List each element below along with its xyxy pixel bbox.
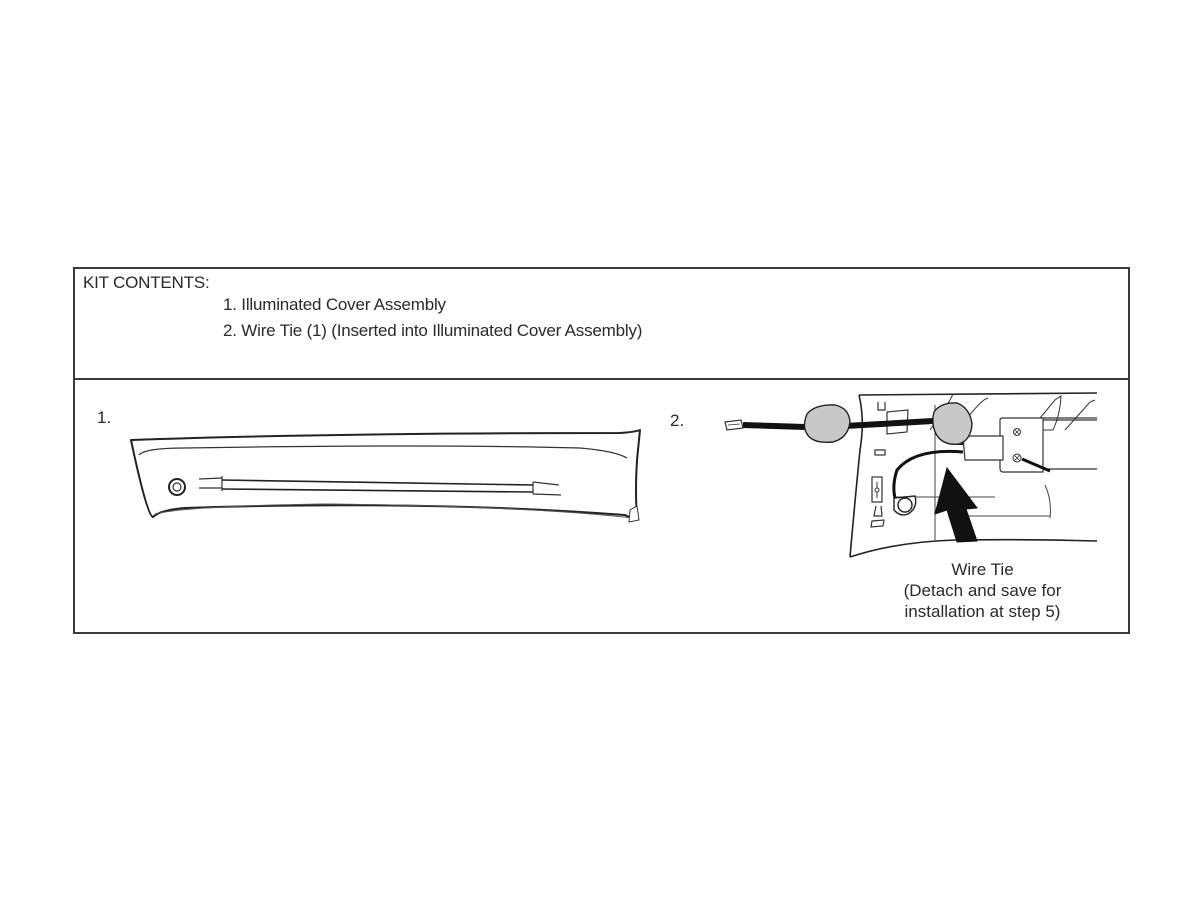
wire-tie-callout-title: Wire Tie: [951, 560, 1014, 579]
wire-tie-callout: Wire Tie (Detach and save for installati…: [885, 559, 1080, 622]
wire-tie-installation-illustration-icon: [724, 392, 1098, 558]
kit-contents-section: KIT CONTENTS: 1. Illuminated Cover Assem…: [75, 269, 1128, 380]
figure-1-label: 1.: [97, 408, 112, 427]
kit-contents-frame: KIT CONTENTS: 1. Illuminated Cover Assem…: [73, 267, 1130, 634]
wire-tie-callout-line1: (Detach and save for: [903, 581, 1062, 600]
cover-assembly-illustration-icon: [130, 429, 641, 523]
kit-contents-title: KIT CONTENTS:: [83, 273, 210, 292]
figure-2-label: 2.: [670, 411, 685, 430]
kit-item-cover-assembly: 1. Illuminated Cover Assembly: [223, 295, 446, 314]
wire-tie-callout-line2: installation at step 5): [904, 602, 1061, 621]
figures-section: 1. 2.: [75, 380, 1128, 632]
kit-item-wire-tie: 2. Wire Tie (1) (Inserted into Illuminat…: [223, 321, 643, 340]
